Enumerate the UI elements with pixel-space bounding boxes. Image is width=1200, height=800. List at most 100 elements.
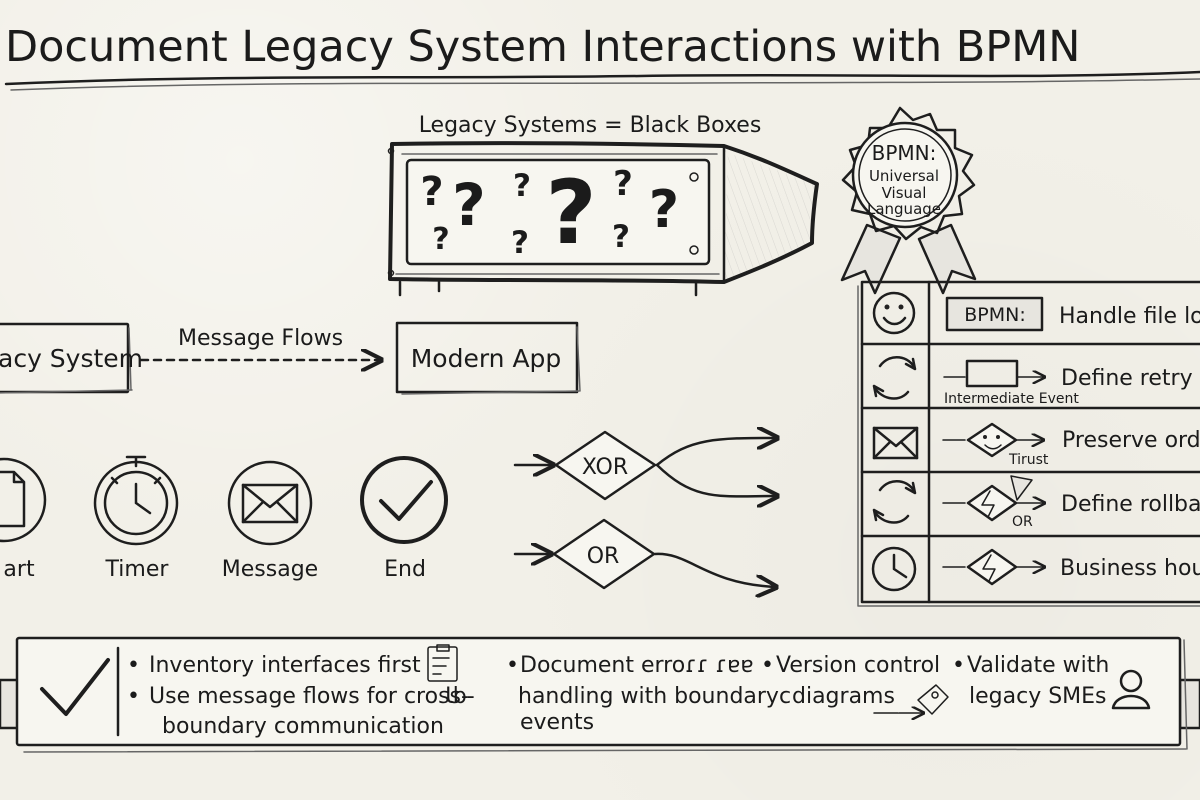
tirust-right-eye	[996, 435, 1000, 439]
rule-row-4: OR Define rollbac	[872, 475, 1200, 530]
start-event-circle	[0, 457, 47, 543]
rule-1-text: Handle file lo	[1059, 304, 1200, 329]
rollback-or-label: OR	[1012, 514, 1033, 530]
tirust-diamond	[966, 422, 1018, 458]
question-mark-3: ?	[513, 168, 531, 204]
legacy-system-box-shadow	[0, 327, 133, 394]
start-event: art	[0, 457, 47, 582]
legacy-box-screw-top-left	[387, 147, 395, 155]
message-event: Message	[222, 460, 318, 582]
tip-column-2: • Document erroɾɾ ɾɐɐ handling with boun…	[506, 653, 791, 735]
message-flow-section: acy System Message Flows Modern App	[0, 321, 581, 395]
question-mark-8: ?	[511, 225, 529, 261]
tip-3-line-1: Version control	[776, 653, 940, 678]
legacy-box-screw-bottom-right	[689, 245, 699, 255]
message-flow-label: Message Flows	[178, 326, 343, 351]
rules-table-shadow	[857, 285, 1200, 607]
question-mark-2: ?	[452, 171, 486, 239]
corner-fold-icon	[1010, 475, 1033, 501]
person-head-icon	[1119, 669, 1143, 693]
tirust-left-eye	[983, 435, 987, 439]
end-event-label: End	[384, 557, 426, 582]
end-event-circle	[360, 456, 448, 544]
tip-2-line-3: events	[520, 710, 594, 735]
badge-title: BPMN:	[872, 141, 937, 165]
rules-table: BPMN: Handle file lo Intermediate Event …	[857, 280, 1200, 607]
badge-scalloped-edge	[841, 106, 976, 241]
clock-icon	[871, 546, 917, 592]
bpmn-chip-label: BPMN:	[964, 304, 1026, 326]
legacy-box-front-panel	[405, 158, 711, 266]
tip-1-line-3: boundary communication	[162, 714, 444, 739]
tip-column-1: • Inventory interfaces first • Use messa…	[127, 644, 475, 739]
question-mark-4: ?	[545, 161, 596, 264]
legacy-box-screw-bottom-left	[387, 269, 395, 277]
badge-subtitle-line-3: Language	[867, 200, 941, 218]
tag-hole	[931, 691, 939, 699]
tip-2-line-1: Document erroɾɾ ɾɐɐ	[520, 653, 754, 678]
bpmn-rosette-badge: BPMN: Universal Visual Language	[840, 106, 977, 295]
business-hours-lightning-icon	[982, 554, 996, 582]
page-title: Document Legacy System Interactions with…	[5, 22, 1080, 72]
tip-3-bullet: •	[506, 653, 519, 678]
tirust-label: Tirust	[1008, 452, 1049, 468]
xor-output-arrow-bottom	[655, 463, 776, 496]
question-mark-group: ? ? ? ? ? ? ? ? ?	[420, 161, 679, 264]
legacy-box-outline	[388, 141, 819, 284]
question-mark-1: ?	[420, 169, 443, 215]
start-event-label: art	[3, 557, 35, 582]
rule-row-5: Business hours	[871, 546, 1200, 592]
badge-inner-ring	[858, 128, 952, 222]
tip-word-fragment: Ɩb-	[445, 684, 475, 709]
title-group: Document Legacy System Interactions with…	[4, 22, 1200, 91]
clipboard-icon	[427, 646, 458, 682]
tip-4-line-2: legacy SMEs	[969, 684, 1107, 709]
rule-2-text: Define retry l	[1061, 366, 1200, 391]
tip-5-bullet: •	[952, 653, 965, 678]
xor-gateway: XOR	[513, 430, 776, 501]
message-event-label: Message	[222, 557, 318, 582]
legacy-box-inner-lines	[395, 153, 720, 275]
rule-3-text: Preserve orde	[1062, 428, 1200, 453]
gateway-section: XOR OR	[513, 430, 776, 588]
xor-diamond	[554, 430, 657, 501]
message-event-circle	[227, 460, 313, 546]
modern-app-label: Modern App	[411, 344, 562, 373]
or-output-arrow	[653, 552, 775, 587]
refresh-icon-rollback	[872, 480, 917, 524]
envelope-icon	[241, 483, 299, 524]
check-icon	[379, 480, 433, 521]
smiley-right-eye	[898, 304, 904, 310]
legacy-box-screw-top-right	[689, 172, 699, 182]
legacy-black-box-section: Legacy Systems = Black Boxes ? ? ? ? ? ?…	[387, 113, 819, 297]
clipboard-lines	[432, 644, 450, 675]
tip-4-line-1: Validate with	[967, 653, 1109, 678]
tip-2-line-2: handling with boundaryc	[518, 684, 791, 709]
legacy-system-label: acy System	[0, 344, 143, 373]
intermediate-event-label: Intermediate Event	[944, 391, 1079, 407]
person-body-icon	[1111, 694, 1151, 710]
timer-event: Timer	[93, 455, 179, 582]
refresh-icon	[872, 356, 917, 400]
tips-panel	[15, 636, 1182, 747]
title-underline-shadow	[10, 78, 1200, 91]
intermediate-task-box	[965, 359, 1019, 388]
legacy-box-feet	[398, 280, 698, 297]
document-icon	[0, 470, 26, 528]
title-underline	[4, 70, 1200, 86]
tip-1-line-2: Use message flows for cross-	[149, 684, 469, 709]
smiley-icon	[872, 291, 916, 335]
lightning-icon	[981, 490, 995, 518]
question-mark-5: ?	[613, 164, 633, 204]
rules-table-outline	[860, 280, 1200, 604]
left-ribbon-tail	[0, 678, 20, 730]
tips-ribbon: • Inventory interfaces first • Use messa…	[0, 636, 1200, 753]
rule-5-text: Business hours	[1060, 556, 1200, 581]
tips-panel-shadow	[23, 639, 1188, 753]
envelope-flap	[241, 483, 299, 524]
rules-table-row-dividers	[860, 342, 1200, 538]
stopwatch-hands	[110, 455, 162, 515]
rule-row-3: Tirust Preserve orde	[872, 422, 1200, 468]
clock-hands	[892, 553, 908, 579]
